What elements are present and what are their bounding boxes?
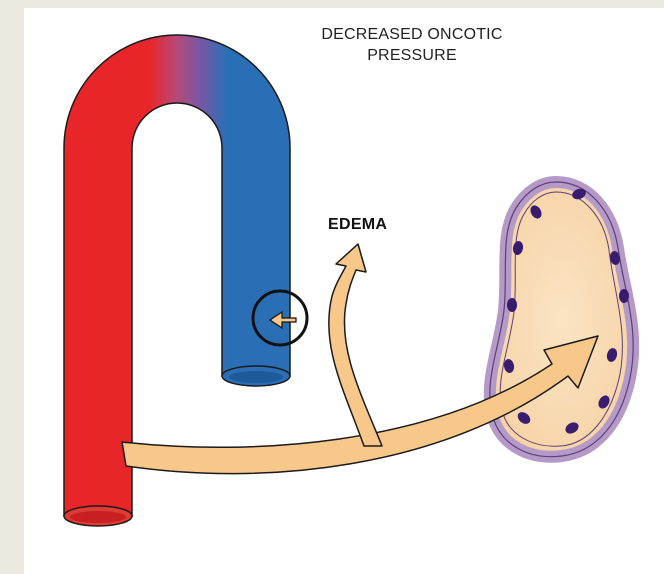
capillary-loop — [64, 35, 290, 516]
diagram-title: DECREASED ONCOTIC PRESSURE — [262, 24, 562, 66]
edema-arrow — [329, 244, 382, 446]
title-line-2: PRESSURE — [262, 45, 562, 66]
nucleus — [507, 298, 517, 312]
nucleus — [619, 289, 629, 303]
arterial-end-inner — [70, 511, 126, 523]
edema-label: EDEMA — [328, 216, 387, 234]
venous-end-inner — [229, 371, 283, 383]
title-line-1: DECREASED ONCOTIC — [262, 24, 562, 45]
